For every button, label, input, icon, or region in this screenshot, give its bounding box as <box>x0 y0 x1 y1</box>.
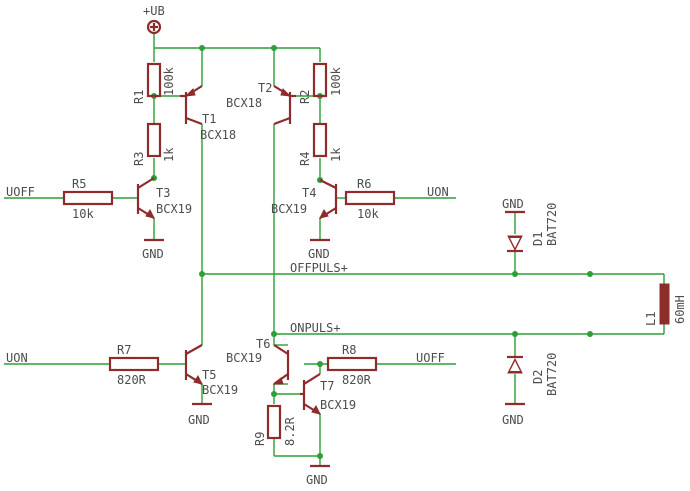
ground-t4: GND <box>308 238 330 261</box>
transistor-t2: T2 BCX18 <box>226 81 296 126</box>
junction <box>199 271 205 277</box>
r1-value: 100k <box>162 66 176 96</box>
t2-type: BCX18 <box>226 96 262 110</box>
resistor-r9: R9 8.2R <box>253 404 297 446</box>
ground-t5: GND <box>188 402 212 427</box>
r2-name: R2 <box>298 90 312 104</box>
junction <box>587 271 593 277</box>
r5-value: 10k <box>72 207 94 221</box>
junction <box>512 271 518 277</box>
inductor-l1: L1 60mH <box>644 283 687 326</box>
t1-type: BCX18 <box>200 128 236 142</box>
t4-type: BCX19 <box>271 202 307 216</box>
net-offpuls: OFFPULS+ <box>290 261 348 275</box>
transistor-t7: T7 BCX19 <box>300 373 356 415</box>
resistor-r5: R5 10k <box>62 177 114 221</box>
ground-d2-label: GND <box>502 413 524 427</box>
r4-name: R4 <box>298 152 312 166</box>
transistor-t1: T1 BCX18 <box>180 85 236 142</box>
ground-t7-label: GND <box>306 473 328 487</box>
t3-name: T3 <box>156 186 170 200</box>
r3-value: 1k <box>162 147 176 162</box>
resistor-r8: R8 820R <box>326 343 378 387</box>
t5-type: BCX19 <box>202 383 238 397</box>
l1-value: 60mH <box>673 295 687 324</box>
diode-d2: D2 BAT720 <box>507 353 559 396</box>
net-uoff-right: UOFF <box>416 351 445 365</box>
r6-value: 10k <box>357 207 379 221</box>
resistor-r6: R6 10k <box>344 177 396 221</box>
ground-t7: GND <box>306 464 330 487</box>
t1-name: T1 <box>202 112 216 126</box>
t2-name: T2 <box>258 81 272 95</box>
net-uon-right: UON <box>427 185 449 199</box>
ground-t4-label: GND <box>308 247 330 261</box>
r9-name: R9 <box>253 432 267 446</box>
junction <box>587 331 593 337</box>
d2-name: D2 <box>531 370 545 384</box>
supply-symbol: +UB <box>143 4 165 35</box>
r2-value: 100k <box>329 66 343 96</box>
transistor-t6: T6 BCX19 <box>226 337 290 385</box>
r8-name: R8 <box>342 343 356 357</box>
r4-value: 1k <box>329 147 343 162</box>
r6-name: R6 <box>357 177 371 191</box>
t7-name: T7 <box>320 379 334 393</box>
r7-value: 820R <box>117 373 147 387</box>
r5-name: R5 <box>72 177 86 191</box>
d1-name: D1 <box>531 232 545 246</box>
ground-t3-label: GND <box>142 247 164 261</box>
supply-label: +UB <box>143 4 165 18</box>
junction <box>317 361 323 367</box>
net-onpuls: ONPULS+ <box>290 321 341 335</box>
transistor-t4: T4 BCX19 <box>271 179 338 219</box>
resistor-r7: R7 820R <box>108 343 160 387</box>
t3-type: BCX19 <box>156 202 192 216</box>
r9-value: 8.2R <box>283 416 297 446</box>
net-uoff-left: UOFF <box>6 185 35 199</box>
ground-t3: GND <box>142 238 164 261</box>
transistor-t3: T3 BCX19 <box>136 177 192 219</box>
wires <box>4 33 665 466</box>
r7-name: R7 <box>117 343 131 357</box>
resistor-r4: R4 1k <box>298 122 343 166</box>
junction <box>512 331 518 337</box>
ground-d1-label: GND <box>502 197 524 211</box>
d1-type: BAT720 <box>545 203 559 246</box>
resistor-r1: R1 100k <box>132 62 176 104</box>
t5-name: T5 <box>202 368 216 382</box>
d2-type: BAT720 <box>545 353 559 396</box>
t4-name: T4 <box>302 186 316 200</box>
junction <box>271 45 277 51</box>
resistor-r2: R2 100k <box>298 62 343 104</box>
l1-name: L1 <box>644 312 658 326</box>
ground-d2: GND <box>502 402 525 427</box>
ground-t5-label: GND <box>188 413 210 427</box>
r1-name: R1 <box>132 90 146 104</box>
r3-name: R3 <box>132 152 146 166</box>
junction <box>271 331 277 337</box>
t7-type: BCX19 <box>320 398 356 412</box>
junction <box>317 453 323 459</box>
resistor-r3: R3 1k <box>132 122 176 166</box>
t6-name: T6 <box>256 337 270 351</box>
junction <box>271 391 277 397</box>
ground-d1: GND <box>502 197 525 214</box>
net-uon-left: UON <box>6 351 28 365</box>
junction <box>199 45 205 51</box>
diode-d1: D1 BAT720 <box>507 203 559 253</box>
t6-type: BCX19 <box>226 351 262 365</box>
transistor-t5: T5 BCX19 <box>184 344 238 397</box>
r8-value: 820R <box>342 373 372 387</box>
